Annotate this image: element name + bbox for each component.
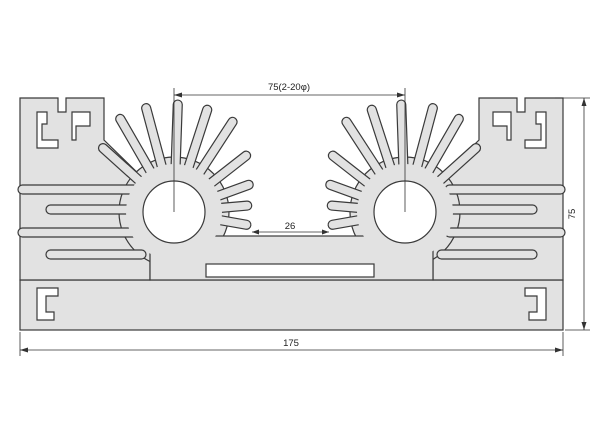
hole-spacing-label: 75(2-20φ) bbox=[268, 82, 310, 93]
fin bbox=[444, 227, 566, 238]
fin bbox=[17, 184, 139, 195]
fin bbox=[45, 249, 147, 260]
gap-width-label: 26 bbox=[285, 221, 296, 232]
t-slot-bottom-left bbox=[36, 287, 59, 321]
fin bbox=[436, 249, 538, 260]
fin bbox=[45, 204, 139, 215]
dimension-overall-width: 175 bbox=[19, 332, 564, 356]
fin bbox=[17, 227, 139, 238]
overall-width-label: 175 bbox=[283, 338, 299, 349]
dimension-hole-spacing: 75(2-20φ) bbox=[173, 82, 406, 212]
dimension-overall-height: 75 bbox=[555, 97, 590, 331]
fin bbox=[444, 204, 538, 215]
overall-height-label: 75 bbox=[567, 209, 578, 220]
t-slot-top-left-2 bbox=[71, 111, 91, 141]
t-slot-top-right-2 bbox=[492, 111, 512, 141]
t-slot-top-left bbox=[36, 111, 59, 149]
center-slot bbox=[205, 263, 375, 278]
t-slot-top-right bbox=[524, 111, 547, 149]
right-side-fins bbox=[436, 184, 566, 260]
base-plate bbox=[19, 279, 564, 331]
t-slot-bottom-right bbox=[524, 287, 547, 321]
fin bbox=[444, 184, 566, 195]
dimension-gap-width: 26 bbox=[252, 221, 329, 235]
